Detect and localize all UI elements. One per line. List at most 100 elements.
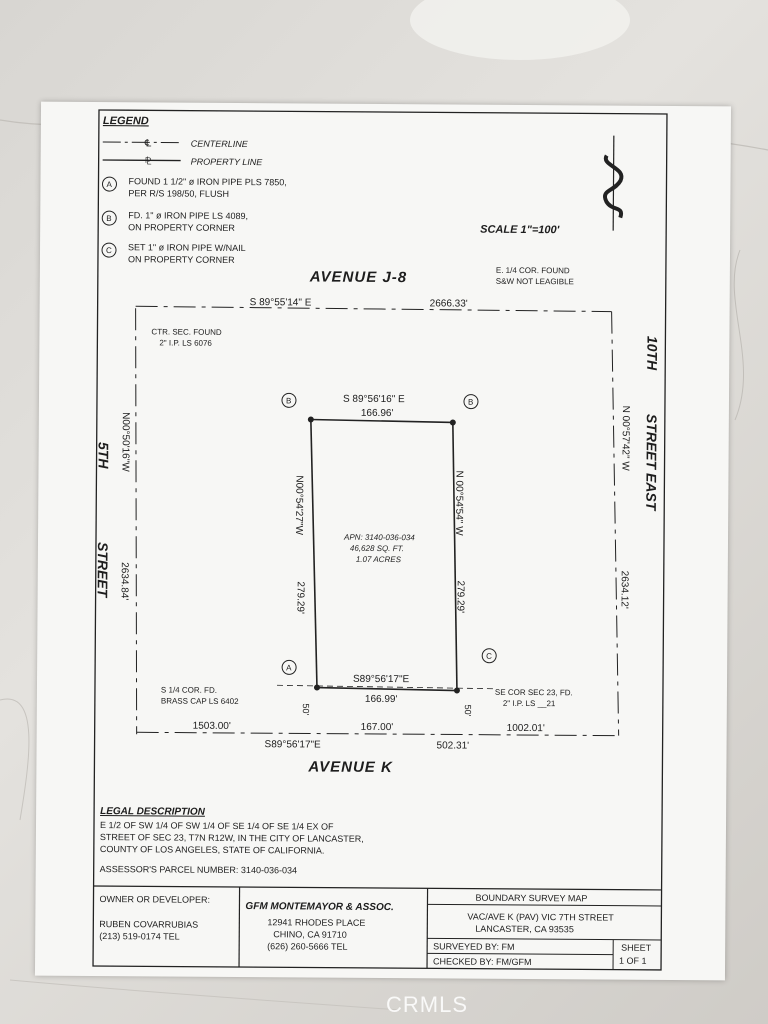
- corner-sw-marker-icon: [313, 684, 320, 691]
- street-5th-street: STREET: [95, 542, 111, 599]
- street-10th-street-east: STREET EAST: [643, 414, 660, 512]
- corner-se-marker-icon: [453, 687, 460, 694]
- street-10th: 10TH: [644, 336, 660, 371]
- legend-centerline-label: CENTERLINE: [191, 139, 249, 149]
- map-location-2: LANCASTER, CA 93535: [475, 924, 574, 935]
- legend-item-a: A FOUND 1 1/2" ø IRON PIPE PLS 7850, PER…: [101, 176, 287, 199]
- parcel-apn: APN: 3140-036-034: [343, 533, 415, 543]
- south-distance-2: 167.00': [361, 722, 394, 733]
- sheet-label: SHEET: [621, 943, 652, 953]
- parcel-east-distance: 279.29': [454, 581, 465, 614]
- scale-label: SCALE 1"=100': [480, 224, 560, 237]
- title-block: [93, 885, 662, 970]
- parcel-north-bearing: S 89°56'16" E: [343, 394, 405, 405]
- marker-b-ne-label: B: [468, 398, 473, 407]
- checked-by: CHECKED BY: FM/GFM: [433, 956, 532, 967]
- marker-a-icon: [281, 659, 297, 675]
- street-5th: 5TH: [95, 442, 111, 469]
- marker-a-label: A: [286, 663, 292, 672]
- legend-a-line1: FOUND 1 1/2" ø IRON PIPE PLS 7850,: [128, 176, 286, 187]
- surveyed-by: SURVEYED BY: FM: [433, 941, 514, 952]
- marker-c-label: C: [486, 652, 492, 661]
- street-avenue-j8: AVENUE J-8: [309, 268, 407, 286]
- note-ne-line2: S&W NOT LEAGIBLE: [496, 277, 574, 287]
- map-title: BOUNDARY SURVEY MAP: [475, 893, 587, 904]
- south-right-of-way-line: [276, 684, 497, 690]
- svg-text:℄: ℄: [144, 138, 152, 149]
- svg-text:⅊: ⅊: [145, 156, 152, 167]
- marker-b-nw-label: B: [286, 396, 291, 405]
- legend-key-c: C: [106, 246, 112, 255]
- marker-b-ne-icon: [463, 394, 479, 410]
- firm-name: GFM MONTEMAYOR & ASSOC.: [245, 901, 393, 913]
- survey-drawing: LEGEND ℄ CENTERLINE ⅊ PROPERTY LINE A FO…: [92, 109, 668, 971]
- south-distance-1: 1503.00': [193, 721, 231, 732]
- south-centerline-bearing: S89°56'17"E: [265, 739, 322, 750]
- legal-line-3: COUNTY OF LOS ANGELES, STATE OF CALIFORN…: [100, 844, 325, 856]
- legend-property-line-label: PROPERTY LINE: [191, 157, 264, 168]
- parcel-south-bearing: S89°56'17"E: [353, 674, 410, 685]
- parcel-north-distance: 166.96': [361, 408, 394, 419]
- survey-map-sheet: LEGEND ℄ CENTERLINE ⅊ PROPERTY LINE A FO…: [34, 101, 732, 981]
- note-sw-line2: BRASS CAP LS 6402: [161, 696, 239, 706]
- legend-a-line2: PER R/S 198/50, FLUSH: [128, 188, 229, 199]
- east-centerline: [611, 311, 620, 736]
- south-distance-3: 502.31': [437, 740, 470, 751]
- north-centerline-distance: 2666.33': [430, 298, 468, 309]
- east-centerline-bearing: N 00°57'42" W: [619, 406, 630, 472]
- firm-address-1: 12941 RHODES PLACE: [267, 917, 365, 928]
- parcel-south-distance: 166.99': [365, 694, 398, 705]
- parcel-east-bearing: N 00°54'54" W: [453, 470, 464, 536]
- south-distance-4: 1002.01': [507, 723, 545, 734]
- offset-west: 50': [301, 703, 311, 715]
- parcel-west-distance: 279.29': [294, 581, 305, 614]
- property-line-symbol-icon: ⅊: [102, 156, 181, 167]
- marker-b-nw-icon: [281, 392, 297, 408]
- legend-b-line1: FD. 1" ø IRON PIPE LS 4089,: [128, 210, 248, 221]
- north-centerline: [135, 305, 612, 313]
- legal-apn: ASSESSOR'S PARCEL NUMBER: 3140-036-034: [100, 864, 297, 875]
- sheet-number: 1 OF 1: [619, 956, 647, 966]
- marker-c-icon: [481, 648, 497, 664]
- legal-description-title: LEGAL DESCRIPTION: [100, 806, 206, 818]
- map-location-1: VAC/AVE K (PAV) VIC 7TH STREET: [467, 912, 614, 923]
- legend-c-line1: SET 1" ø IRON PIPE W/NAIL: [128, 242, 246, 253]
- legend-key-a: A: [106, 180, 112, 189]
- legend-title: LEGEND: [103, 115, 149, 127]
- street-avenue-k: AVENUE K: [307, 758, 393, 776]
- parcel-area-sqft: 46,628 SQ. FT.: [350, 544, 404, 553]
- parcel-boundary: [310, 418, 458, 692]
- corner-nw-marker-icon: [307, 416, 314, 423]
- note-se-line1: SE COR SEC 23, FD.: [495, 688, 573, 698]
- firm-phone: (626) 260-5666 TEL: [267, 941, 347, 952]
- owner-name: RUBEN COVARRUBIAS: [99, 919, 198, 930]
- legend-c-line2: ON PROPERTY CORNER: [128, 254, 235, 265]
- watermark: CRMLS: [385, 992, 468, 1017]
- note-nw-line1: CTR. SEC. FOUND: [151, 327, 222, 336]
- note-se-line2: 2" I.P. LS __21: [503, 699, 556, 708]
- legend-key-b: B: [106, 214, 111, 223]
- west-centerline-distance: 2634.84': [119, 562, 130, 600]
- owner-label: OWNER OR DEVELOPER:: [99, 894, 210, 905]
- sheet-border: [92, 109, 668, 971]
- note-sw-line1: S 1/4 COR. FD.: [161, 685, 217, 694]
- centerline-symbol-icon: ℄: [102, 138, 181, 149]
- legend-item-c: C SET 1" ø IRON PIPE W/NAIL ON PROPERTY …: [101, 242, 246, 265]
- parcel-west-bearing: N00°54'27"W: [293, 475, 304, 535]
- legal-line-2: STREET OF SEC 23, T7N R12W, IN THE CITY …: [100, 832, 364, 844]
- north-centerline-bearing: S 89°55'14" E: [250, 297, 312, 308]
- offset-east: 50': [463, 705, 473, 717]
- owner-phone: (213) 519-0174 TEL: [99, 931, 179, 942]
- firm-address-2: CHINO, CA 91710: [273, 929, 347, 940]
- legend-b-line2: ON PROPERTY CORNER: [128, 222, 235, 233]
- corner-ne-marker-icon: [449, 419, 456, 426]
- west-centerline-bearing: N00°50'16"W: [119, 412, 130, 472]
- west-centerline: [135, 308, 138, 735]
- note-nw-line2: 2" I.P. LS 6076: [159, 338, 212, 347]
- legend-item-b: B FD. 1" ø IRON PIPE LS 4089, ON PROPERT…: [101, 210, 248, 233]
- parcel-area-acres: 1.07 ACRES: [356, 555, 402, 564]
- legal-line-1: E 1/2 OF SW 1/4 OF SW 1/4 OF SE 1/4 OF S…: [100, 820, 334, 832]
- note-ne-line1: E. 1/4 COR. FOUND: [496, 266, 570, 276]
- east-centerline-distance: 2634.12': [619, 571, 630, 609]
- north-arrow-icon: [603, 135, 624, 231]
